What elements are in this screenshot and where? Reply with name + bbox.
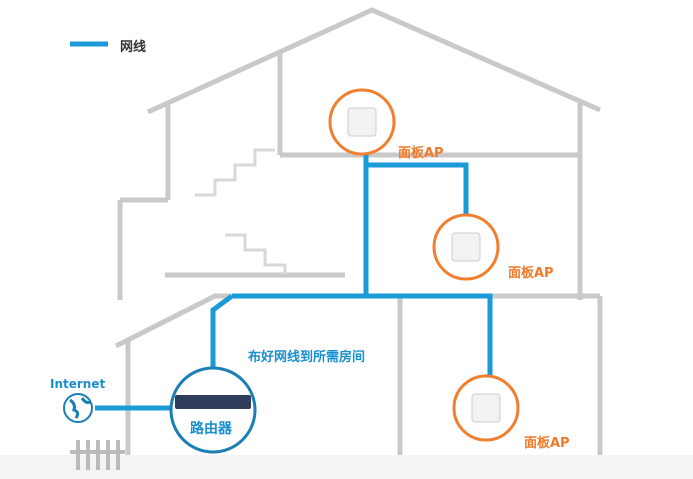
ap-label-2: 面板AP	[508, 266, 554, 281]
ap-2	[432, 213, 500, 281]
legend-label: 网线	[120, 40, 147, 55]
cable-note: 布好网线到所需房间	[248, 350, 366, 365]
router-label: 路由器	[190, 421, 232, 437]
stairs	[195, 148, 287, 275]
cable-lines	[70, 41, 493, 411]
fence	[70, 440, 125, 470]
globe-icon	[63, 393, 93, 423]
ap-label-3: 面板AP	[524, 436, 570, 451]
house-outline	[114, 7, 603, 470]
ap-label-1: 面板AP	[398, 146, 444, 161]
ap-3	[452, 374, 520, 442]
internet-label: Internet	[50, 377, 106, 391]
ap-1	[328, 88, 396, 156]
router-circle	[169, 366, 257, 454]
